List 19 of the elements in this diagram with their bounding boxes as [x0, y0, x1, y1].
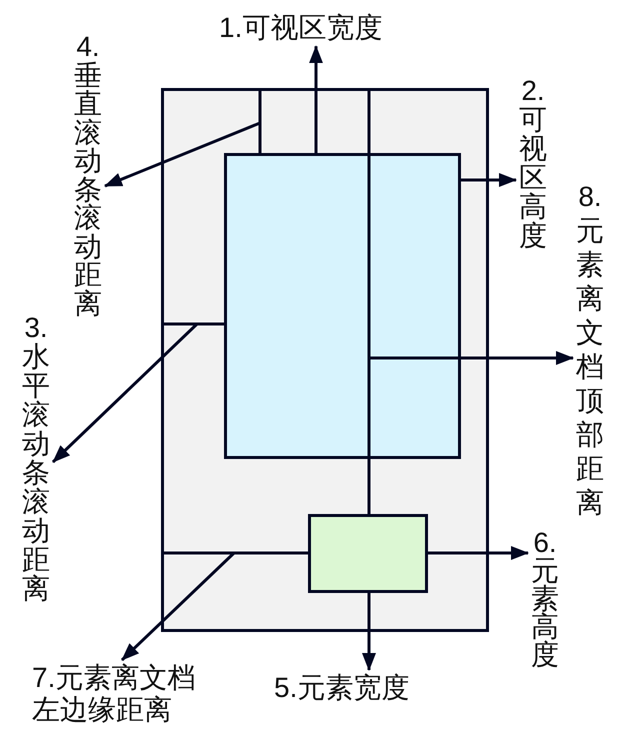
- measure-label: 1.可视区宽度: [219, 12, 382, 44]
- arrow: [428, 546, 529, 560]
- arrow: [52, 322, 198, 464]
- measure-label: 3.水平滚动条滚动距离: [21, 313, 51, 603]
- measure-label: 8.元素离文档顶部距离: [575, 180, 605, 520]
- arrow: [362, 593, 376, 671]
- element-box: [308, 514, 428, 593]
- arrow: [104, 122, 261, 188]
- arrow: [461, 173, 517, 187]
- measure-label: 6.元素高度: [530, 529, 560, 669]
- viewport-box: [224, 153, 461, 459]
- arrow: [309, 45, 323, 153]
- document-box: [161, 88, 489, 632]
- arrow: [120, 552, 236, 662]
- measure-label: 7.元素离文档左边缘距离: [32, 662, 204, 726]
- measure-label: 4.垂直滚动条滚动距离: [73, 33, 103, 318]
- measure-label: 2.可视区高度: [518, 76, 548, 250]
- arrow: [369, 351, 574, 365]
- measure-label: 5.元素宽度: [274, 672, 410, 704]
